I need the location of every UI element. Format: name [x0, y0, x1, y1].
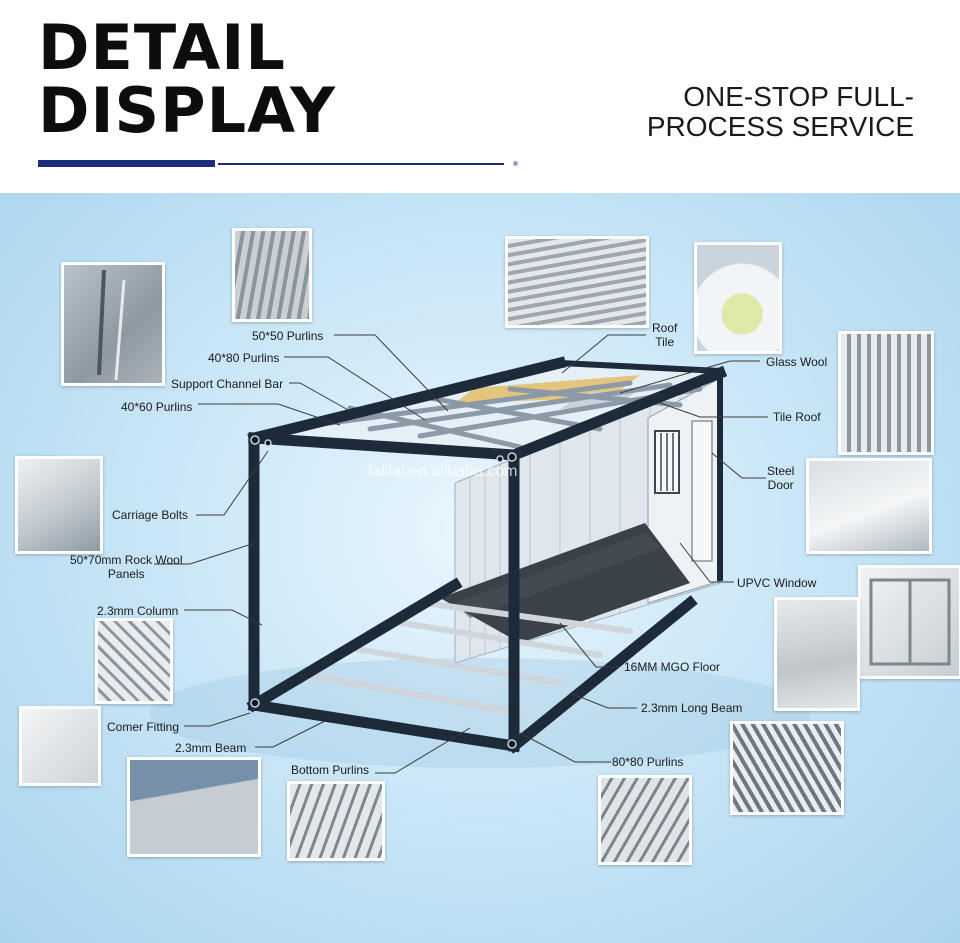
photo-steel-door — [806, 458, 932, 554]
title-line-2: DISPLAY — [38, 74, 337, 147]
label-bottom-purlins: Bottom Purlins — [291, 763, 370, 777]
container-frame-illustration — [150, 334, 810, 774]
label-roof-tile: Roof Tile — [652, 321, 678, 349]
purlin-profile-thumbnail — [97, 269, 126, 381]
label-upvc-window: UPVC Window — [737, 576, 817, 590]
photo-mgo-floor — [774, 597, 860, 711]
label-50x50-purlins: 50*50 Purlins — [252, 329, 324, 343]
label-steel-door: Steel Door — [767, 464, 795, 492]
label-corner-fitting: Comer Fitting — [107, 720, 180, 734]
label-tile-roof: Tile Roof — [773, 410, 821, 424]
photo-50x50-purlins — [232, 228, 312, 322]
tagline-line-2: PROCESS SERVICE — [646, 111, 914, 142]
label-glass-wool: Glass Wool — [766, 355, 828, 369]
accent-line — [218, 163, 504, 165]
photo-purlin-profile — [61, 262, 165, 386]
label-carriage-bolts: Carriage Bolts — [112, 508, 189, 522]
photo-tile-roof — [838, 331, 934, 455]
photo-rock-wool-panels — [15, 456, 103, 554]
label-40x80-purlins: 40*80 Purlins — [208, 351, 280, 365]
photo-long-beam — [730, 721, 844, 815]
label-long-beam: 2.3mm Long Beam — [641, 701, 743, 715]
accent-bar — [38, 160, 215, 167]
label-rock-wool-panels: 50*70mm Rock Wool Panels — [70, 553, 183, 581]
tagline: ONE-STOP FULL- PROCESS SERVICE — [647, 82, 914, 142]
watermark: falilai.en.alibaba.com — [368, 463, 518, 480]
label-column: 2.3mm Column — [97, 604, 179, 618]
photo-upvc-window — [858, 565, 960, 679]
photo-column — [95, 618, 173, 704]
photo-beam — [127, 757, 261, 857]
label-beam: 2.3mm Beam — [175, 741, 247, 755]
page-header: DETAIL DISPLAY ONE-STOP FULL- PROCESS SE… — [0, 0, 960, 193]
window-frame-thumbnail — [869, 578, 951, 666]
photo-corner-fitting — [19, 706, 101, 786]
label-80x80-purlins: 80*80 Purlins — [612, 755, 684, 769]
label-support-channel-bar: Support Channel Bar — [171, 377, 284, 391]
container-diagram: falilai.en.alibaba.com 50*50 Purlins 40*… — [0, 193, 960, 943]
accent-dot — [513, 161, 518, 166]
tagline-line-1: ONE-STOP FULL- — [683, 81, 914, 112]
label-40x60-purlins: 40*60 Purlins — [121, 400, 193, 414]
label-mgo-floor: 16MM MGO Floor — [624, 660, 721, 674]
photo-bottom-purlins — [287, 781, 385, 861]
photo-80x80-purlins — [598, 775, 692, 865]
photo-roof-tile — [505, 236, 649, 328]
title-line-1: DETAIL — [38, 11, 286, 84]
photo-glass-wool — [694, 242, 782, 354]
